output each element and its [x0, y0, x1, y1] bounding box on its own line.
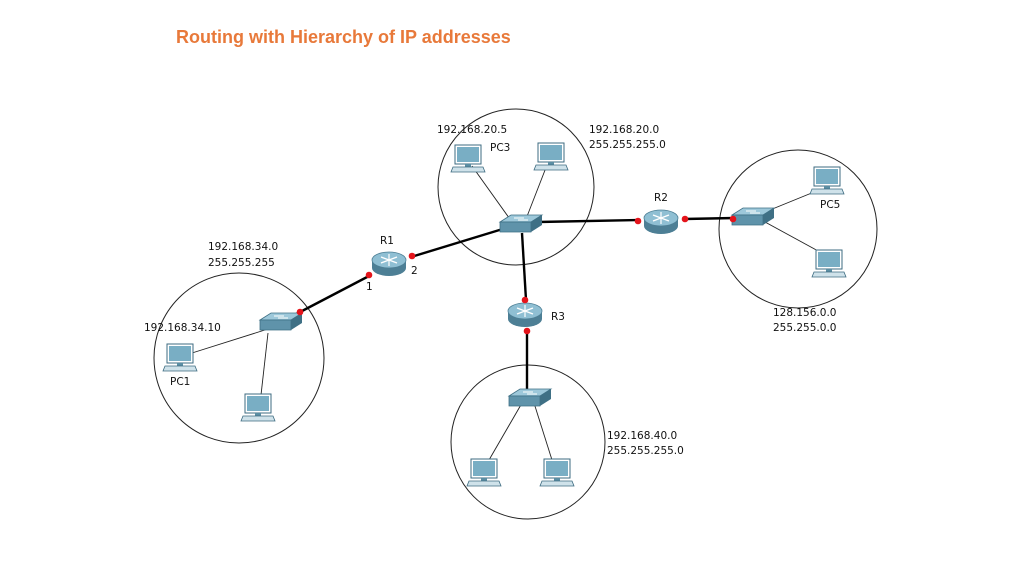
pc3-ip-label: 192.168.20.5 [437, 124, 507, 136]
r1-label: R1 [380, 235, 394, 247]
link-right-pc6 [764, 221, 821, 253]
router-icon[interactable] [507, 302, 543, 328]
pc-icon[interactable] [450, 144, 486, 173]
net-left-mask: 255.255.255 [208, 257, 275, 269]
link-r2-right-switch [683, 216, 736, 221]
r3-label: R3 [551, 311, 565, 323]
link-bottom-pc7 [488, 402, 523, 461]
switch-icon[interactable] [499, 214, 543, 233]
port-dot [296, 308, 304, 316]
port-dot [523, 327, 531, 335]
net-right-mask: 255.255.0.0 [773, 322, 836, 334]
port-dot [408, 252, 416, 260]
link-left-pc2 [260, 332, 269, 396]
link-top-pc3 [471, 165, 513, 223]
pc1-ip-label: 192.168.34.10 [144, 322, 221, 334]
pc3-label: PC3 [490, 142, 510, 154]
pc-icon[interactable] [466, 458, 502, 487]
link-top-switch-r2 [537, 218, 639, 224]
r2-label: R2 [654, 192, 668, 204]
switch-icon[interactable] [731, 207, 775, 226]
port-dot [729, 215, 737, 223]
net-top-mask: 255.255.255.0 [589, 139, 666, 151]
pc-icon[interactable] [539, 458, 575, 487]
network-left-circle [153, 272, 325, 444]
net-bottom-address: 192.168.40.0 [607, 430, 677, 442]
link-bottom-pc8 [533, 402, 553, 461]
page-title: Routing with Hierarchy of IP addresses [176, 27, 511, 47]
port-dot [681, 215, 689, 223]
net-top-address: 192.168.20.0 [589, 124, 659, 136]
r1-port1-label: 1 [366, 281, 373, 293]
router-icon[interactable] [371, 251, 407, 277]
link-r1-top-switch [410, 226, 507, 259]
network-top-circle [437, 108, 595, 266]
r1-port2-label: 2 [411, 265, 418, 277]
router-icon[interactable] [643, 209, 679, 235]
net-bottom-mask: 255.255.255.0 [607, 445, 684, 457]
pc-icon[interactable] [811, 249, 847, 278]
net-left-address: 192.168.34.0 [208, 241, 278, 253]
link-top-pc4 [525, 164, 548, 220]
net-right-address: 128.156.0.0 [773, 307, 836, 319]
port-dot [634, 217, 642, 225]
pc-icon[interactable] [809, 166, 845, 195]
network-right-circle [718, 149, 878, 309]
port-dot [521, 296, 529, 304]
pc5-label: PC5 [820, 199, 840, 211]
pc-icon[interactable] [162, 343, 198, 372]
pc1-label: PC1 [170, 376, 190, 388]
pc-icon[interactable] [240, 393, 276, 422]
switch-icon[interactable] [508, 388, 552, 407]
pc-icon[interactable] [533, 142, 569, 171]
link-top-switch-r3 [520, 232, 528, 301]
port-dot [365, 271, 373, 279]
switch-icon[interactable] [259, 312, 303, 331]
link-left-pc1 [191, 328, 269, 354]
